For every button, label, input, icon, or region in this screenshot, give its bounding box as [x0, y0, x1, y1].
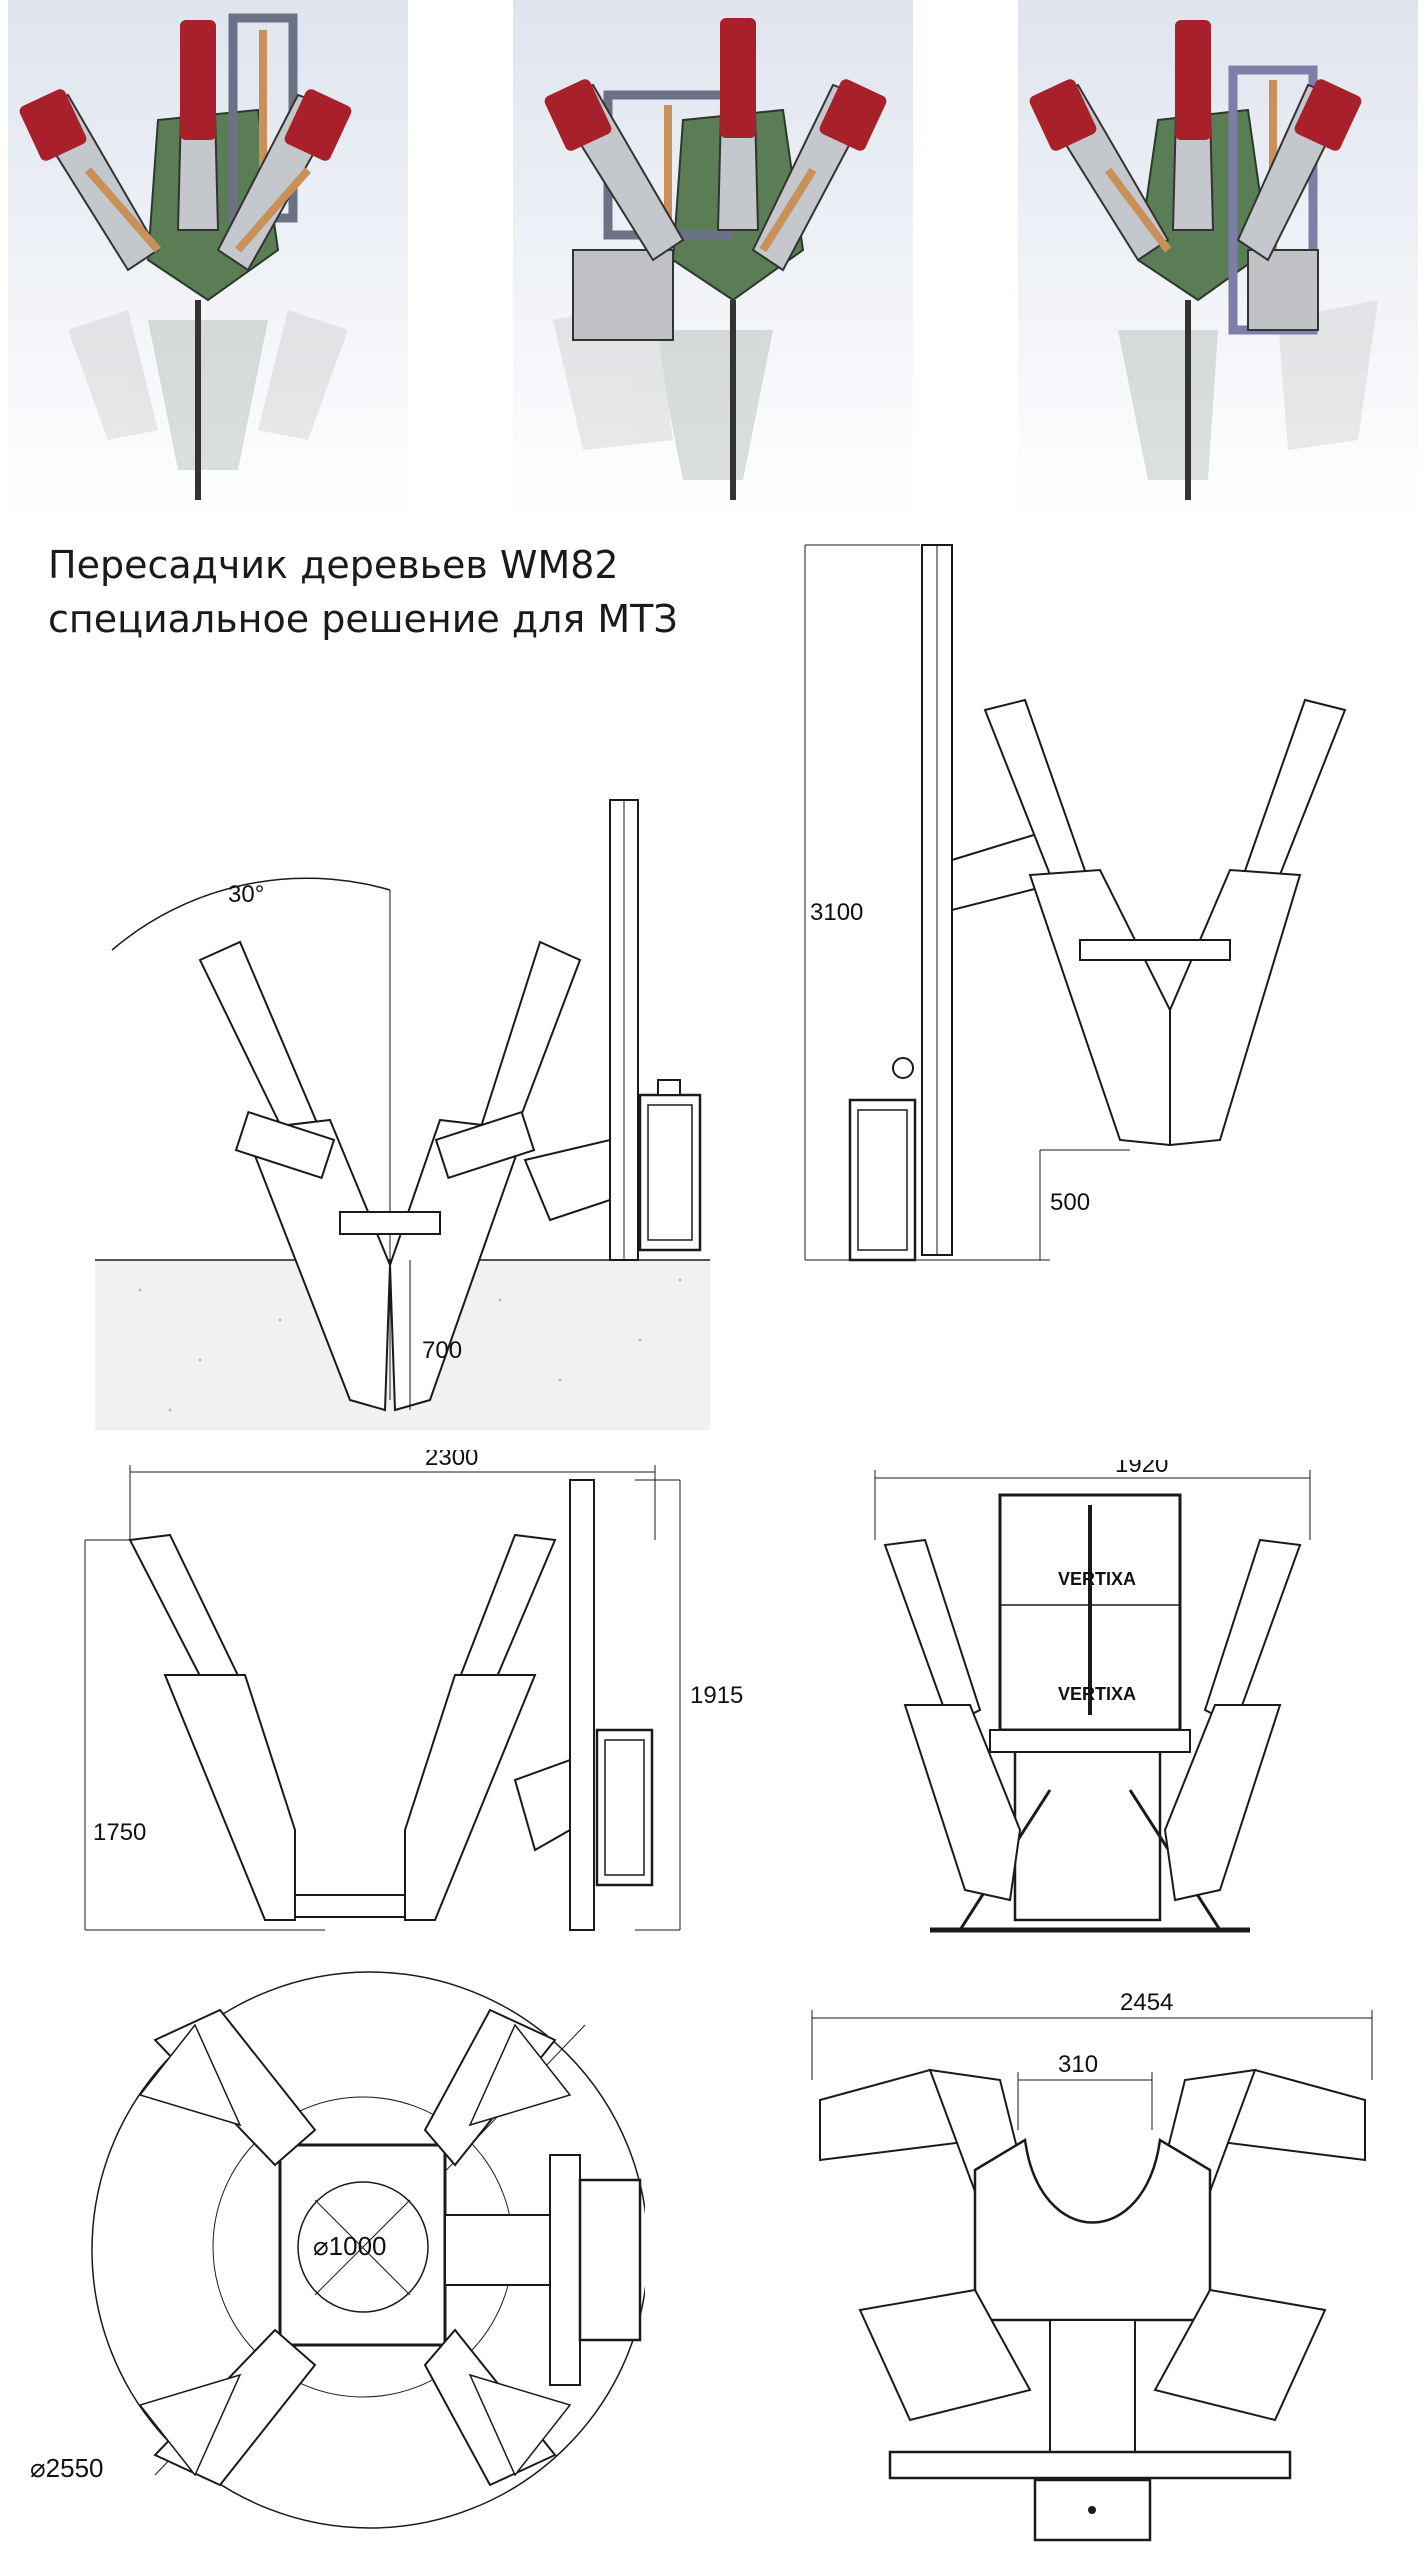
side-width-label: 2300 [425, 1450, 478, 1471]
open-width-label: 2454 [1120, 1990, 1173, 2016]
brand-label-bottom: VERTIXA [1058, 1684, 1136, 1704]
page-title: Пересадчик деревьев WM82 специальное реш… [48, 538, 678, 646]
drawing-side-dimensions: 2300 1750 1915 [75, 1450, 775, 1950]
drawing-side-raised: 3100 500 [800, 540, 1400, 1280]
render-right [1018, 0, 1418, 520]
blade-height-label: 1750 [93, 1819, 146, 1846]
depth-label: 700 [422, 1337, 462, 1364]
drawing-front-view: 1920 VERTIXA VERTIXA [870, 1460, 1390, 1950]
render-center [513, 0, 913, 520]
title-line-1: Пересадчик деревьев WM82 [48, 543, 619, 587]
height-label: 3100 [810, 899, 863, 926]
title-line-2: специальное решение для МТЗ [48, 597, 678, 641]
clearance-label: 500 [1050, 1189, 1090, 1216]
drawing-side-digging: 30° 700 [80, 760, 730, 1440]
drawing-top-closed: ⌀2550 ⌀1000 [25, 1955, 645, 2555]
render-left [8, 0, 408, 520]
drawing-top-open: 2454 310 [800, 1990, 1400, 2550]
outer-diameter-label: ⌀2550 [30, 2453, 104, 2483]
frame-height-label: 1915 [690, 1682, 743, 1709]
front-width-label: 1920 [1115, 1460, 1168, 1478]
inner-diameter-label: ⌀1000 [313, 2231, 387, 2261]
brand-label-top: VERTIXA [1058, 1569, 1136, 1589]
angle-label: 30° [228, 881, 264, 908]
open-gap-label: 310 [1058, 2051, 1098, 2078]
